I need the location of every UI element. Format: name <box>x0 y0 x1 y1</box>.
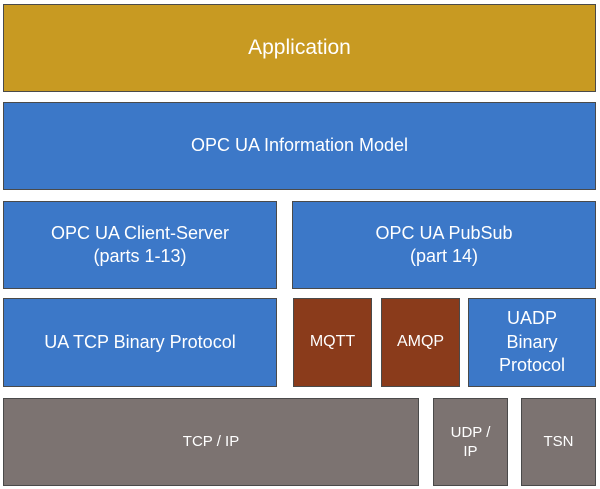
ua-tcp-binary-block: UA TCP Binary Protocol <box>3 298 277 387</box>
application-layer: Application <box>3 4 596 92</box>
uadp-label: UADP Binary Protocol <box>498 308 566 376</box>
client-server-block: OPC UA Client-Server (parts 1-13) <box>3 201 277 289</box>
udp-ip-label: UDP / IP <box>450 423 491 461</box>
ua-tcp-binary-label: UA TCP Binary Protocol <box>44 331 236 352</box>
uadp-block: UADP Binary Protocol <box>468 298 596 387</box>
mqtt-block: MQTT <box>293 298 372 387</box>
tsn-label: TSN <box>543 433 574 451</box>
information-model-layer: OPC UA Information Model <box>3 102 596 190</box>
amqp-block: AMQP <box>381 298 460 387</box>
pubsub-label: OPC UA PubSub (part 14) <box>375 222 513 266</box>
udp-ip-block: UDP / IP <box>433 398 508 486</box>
mqtt-label: MQTT <box>309 333 356 351</box>
tcp-ip-label: TCP / IP <box>182 433 240 451</box>
application-label: Application <box>248 36 351 60</box>
information-model-label: OPC UA Information Model <box>190 135 409 156</box>
pubsub-block: OPC UA PubSub (part 14) <box>292 201 596 289</box>
amqp-label: AMQP <box>396 333 445 351</box>
client-server-label: OPC UA Client-Server (parts 1-13) <box>50 222 230 266</box>
tsn-block: TSN <box>521 398 596 486</box>
tcp-ip-block: TCP / IP <box>3 398 419 486</box>
